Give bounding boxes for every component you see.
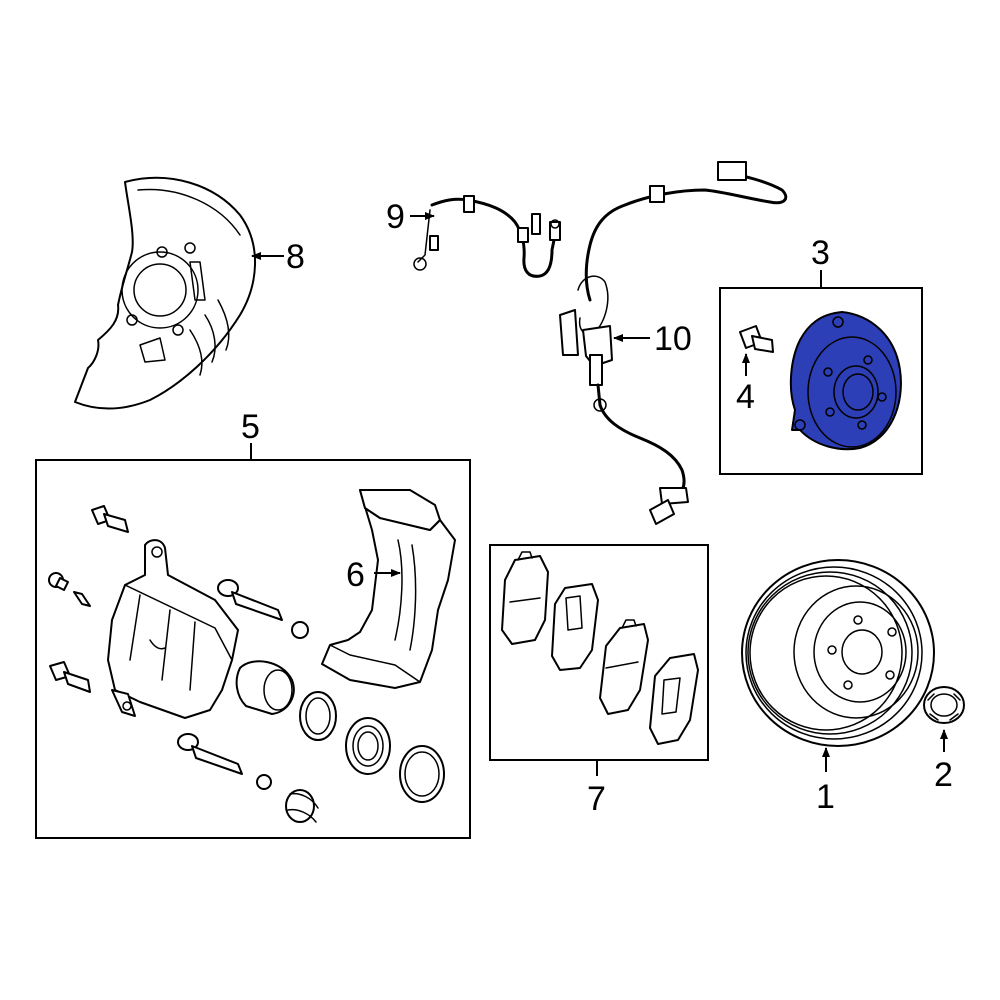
callout-1: 1 [816,778,835,816]
piston-seal-part[interactable] [299,691,337,741]
callout-3: 3 [811,234,830,272]
caliper-bolt-upper-part[interactable] [91,505,129,533]
brake-pad-4-part[interactable] [649,653,699,745]
caliper-bolt-lower-part[interactable] [49,661,91,693]
guide-pin-upper-part[interactable] [217,579,283,621]
hub-nut-part[interactable] [923,686,965,724]
brake-pad-3-part[interactable] [599,619,649,715]
caliper-housing-part[interactable] [107,539,239,719]
brake-pad-2-part[interactable] [551,583,599,671]
callout-6: 6 [346,556,365,594]
callout-5: 5 [241,408,260,446]
bleeder-screw-part[interactable] [48,572,91,607]
abs-sensor-part[interactable] [559,161,788,525]
callout-8: 8 [286,238,305,276]
callout-7: 7 [587,780,606,818]
guide-pin-lower-part[interactable] [177,733,243,775]
callout-10: 10 [654,320,692,358]
brake-rotor-part[interactable] [741,559,935,747]
callout-2: 2 [934,756,953,794]
o-ring-part[interactable] [399,745,445,803]
hub-bearing-part[interactable] [789,311,902,451]
hub-bolt-part[interactable] [739,325,774,353]
pin-boot-upper-part[interactable] [291,621,309,639]
caliper-assembly-box [35,459,471,839]
dust-shield-part[interactable] [74,176,257,410]
pin-boot-lower-part[interactable] [256,774,272,790]
pad-kit-box [489,544,709,761]
callout-4: 4 [736,378,755,416]
brake-pad-1-part[interactable] [501,551,549,645]
callout-9: 9 [386,198,405,236]
brake-hose-part[interactable] [413,195,561,278]
caliper-bracket-part[interactable] [321,489,456,689]
dust-boot-part[interactable] [345,717,391,775]
boot-part[interactable] [285,789,319,823]
piston-part[interactable] [235,660,295,715]
